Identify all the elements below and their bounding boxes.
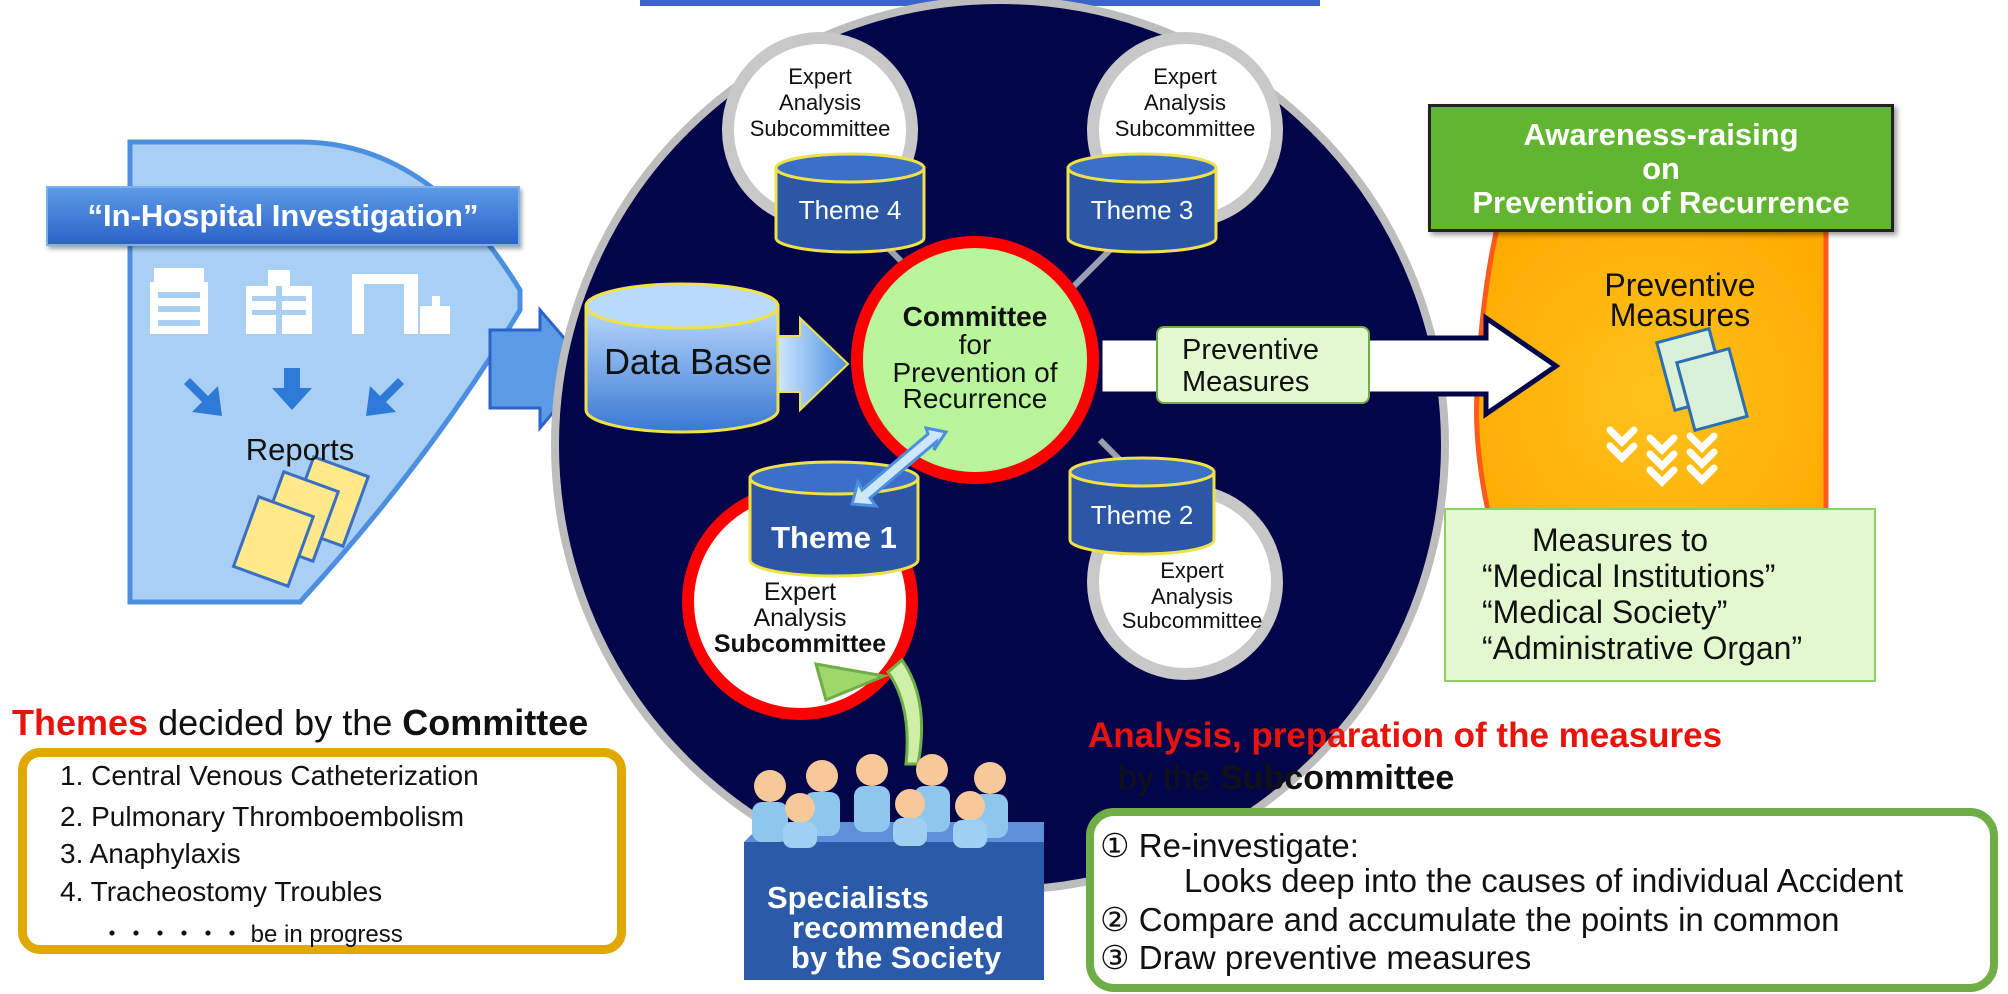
in-hospital-banner: “In-Hospital Investigation” — [46, 186, 520, 246]
subcommittee-2-line1: Expert — [1160, 558, 1224, 583]
down-arrow-icons — [184, 368, 404, 416]
subcommittee-4-line1: Expert — [788, 64, 852, 89]
awareness-line1: Awareness-raising — [1523, 117, 1799, 152]
committee-circle — [851, 236, 1099, 484]
report-documents-icon — [231, 454, 371, 589]
theme-item-1: 1. Central Venous Catheterization — [60, 760, 479, 791]
analysis-sub-bold: Subcommittee — [1220, 759, 1455, 797]
subcommittee-3-line1: Expert — [1153, 64, 1217, 89]
theme2-label: Theme 2 — [1091, 500, 1194, 530]
subcommittee-1-line3: Subcommittee — [714, 630, 886, 658]
subcommittee-4-line2: Analysis — [779, 90, 861, 115]
theme-item-4: 4. Tracheostomy Troubles — [60, 876, 383, 907]
subcommittee-2-line3: Subcommittee — [1122, 608, 1263, 633]
themes-heading-bold: Committee — [402, 702, 589, 743]
hospital-building-icon-3 — [352, 274, 450, 334]
step-1-detail: Looks deep into the causes of individual… — [1184, 862, 1904, 899]
specialists-line3: by the Society — [791, 940, 1002, 975]
chevron-down-icons — [1606, 426, 1718, 487]
themes-list-box — [18, 748, 626, 954]
preventive-measures-label-box: Preventive Measures — [1156, 326, 1370, 404]
theme2-cylinder — [1068, 456, 1216, 556]
measures-to-line4: “Administrative Organ” — [1482, 630, 1803, 666]
specialist-people-icons — [752, 754, 1008, 848]
in-hospital-title: “In-Hospital Investigation” — [87, 198, 479, 233]
preventive-measures-line2: Measures — [1182, 366, 1310, 398]
analysis-heading: Analysis, preparation of the measures — [1088, 716, 1723, 755]
subcommittee-4-line3: Subcommittee — [750, 116, 891, 141]
measures-to-box: Measures to “Medical Institutions” “Medi… — [1444, 508, 1876, 682]
committee-line2: for — [959, 329, 992, 360]
theme-item-2: 2. Pulmonary Thromboembolism — [60, 801, 465, 832]
measures-to-line2: “Medical Institutions” — [1482, 558, 1776, 594]
committee-title: Committee — [903, 301, 1048, 332]
theme3-label: Theme 3 — [1091, 195, 1194, 225]
preventive-measures-line1: Preventive — [1182, 334, 1320, 366]
database-cylinder — [584, 282, 780, 434]
reports-label: Reports — [246, 432, 355, 467]
themes-heading-mid: decided by the — [148, 702, 403, 743]
subcommittee-3-line2: Analysis — [1144, 90, 1226, 115]
preventive-measures-docs-icon — [1654, 326, 1749, 433]
theme-progress: ・・・・・・ be in progress — [100, 921, 403, 948]
hospital-building-icon-1 — [150, 268, 208, 334]
theme3-cylinder — [1066, 152, 1218, 254]
theme1-label: Theme 1 — [771, 520, 897, 555]
database-label: Data Base — [604, 341, 772, 382]
step-2: ② Compare and accumulate the points in c… — [1100, 901, 1840, 938]
committee-line4: Recurrence — [903, 383, 1048, 414]
awareness-line2: on — [1642, 151, 1680, 186]
analysis-subheading: by the Subcommittee — [1118, 759, 1454, 798]
awareness-measures-line2: Measures — [1610, 297, 1751, 333]
subcommittee-3-line3: Subcommittee — [1115, 116, 1256, 141]
themes-heading-red: Themes — [12, 702, 149, 743]
subcommittee-2-line2: Analysis — [1151, 584, 1233, 609]
awareness-line3: Prevention of Recurrence — [1472, 185, 1850, 220]
awareness-banner: Awareness-raising on Prevention of Recur… — [1428, 104, 1894, 232]
committee-line3: Prevention of — [893, 357, 1058, 388]
theme4-label: Theme 4 — [799, 195, 902, 225]
subcommittee-1-line2: Analysis — [753, 604, 846, 632]
themes-heading: Themes decided by the Committee — [12, 702, 588, 744]
hospital-building-icon-2 — [246, 270, 312, 334]
specialists-line1: Specialists — [767, 880, 929, 915]
database-arrow — [777, 315, 850, 413]
specialists-line2: recommended — [792, 910, 1004, 945]
step-3: ③ Draw preventive measures — [1100, 939, 1532, 976]
analysis-steps-box — [1086, 808, 1998, 992]
measures-to-line3: “Medical Society” — [1482, 594, 1728, 630]
awareness-measures-line1: Preventive — [1604, 267, 1755, 303]
double-arrow-icon — [850, 426, 949, 508]
subcommittee-1-line1: Expert — [764, 578, 836, 606]
theme4-cylinder — [774, 152, 926, 254]
analysis-sub-prefix: by the — [1118, 759, 1221, 797]
measures-to-line1: Measures to — [1532, 522, 1709, 558]
theme-item-3: 3. Anaphylaxis — [60, 838, 241, 869]
step-1: ① Re-investigate: — [1100, 827, 1359, 864]
